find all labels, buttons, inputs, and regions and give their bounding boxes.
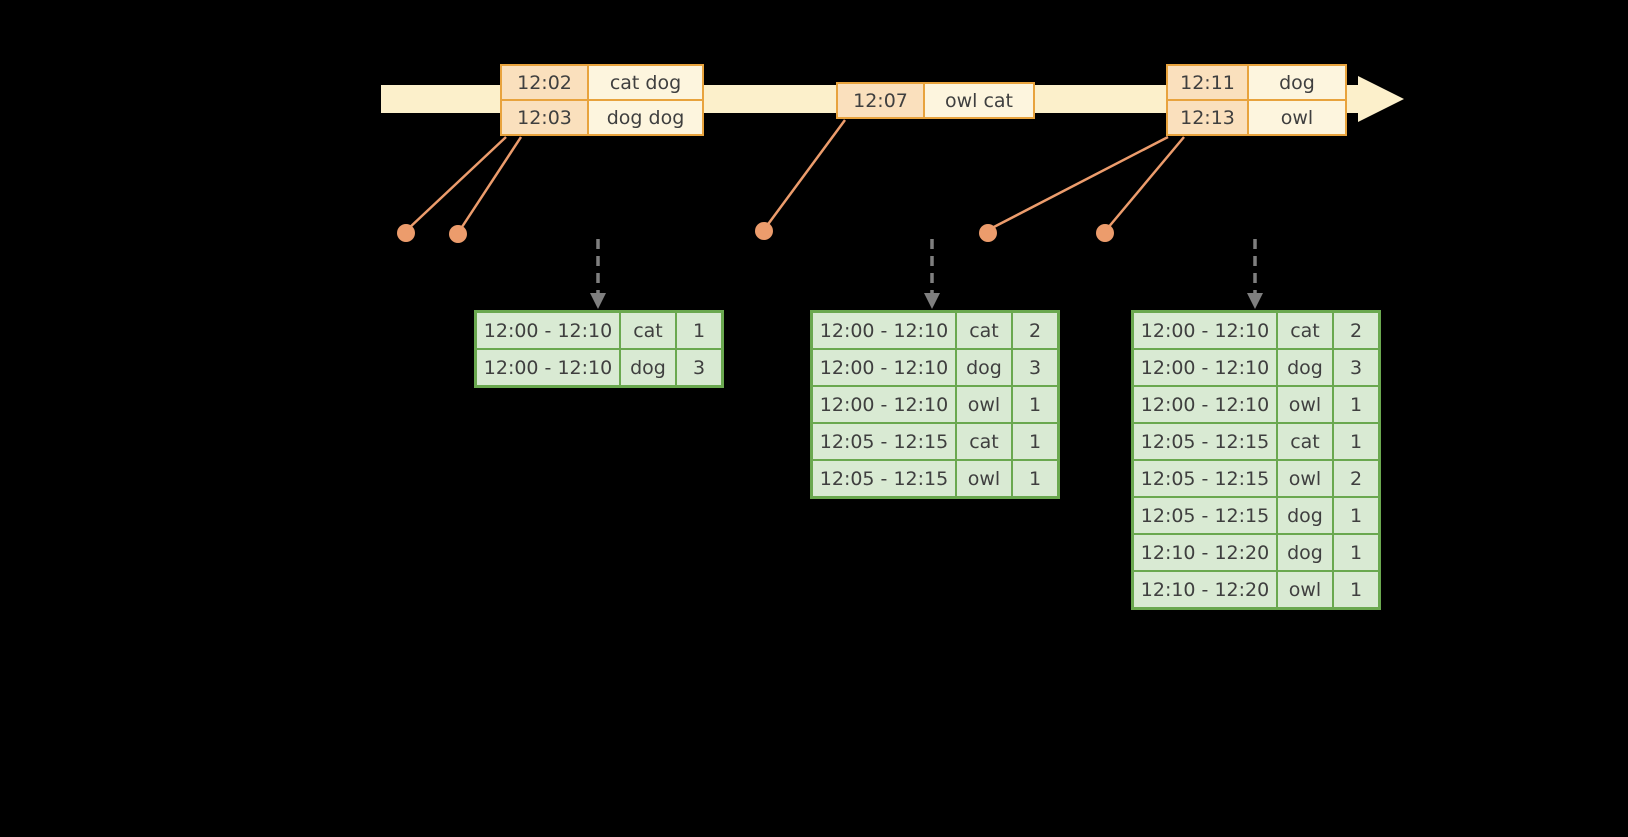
count-cell: 1 xyxy=(1011,387,1057,422)
event-record-row: 12:11 dog xyxy=(1168,66,1345,99)
result-row: 12:05 - 12:15 dog 1 xyxy=(1134,496,1378,533)
event-record-row: 12:07 owl cat xyxy=(838,84,1033,117)
trigger-arrow-icon xyxy=(1247,239,1263,309)
event-words-cell: dog dog xyxy=(589,101,702,134)
word-cell: owl xyxy=(1276,387,1332,422)
event-connector-line xyxy=(989,135,1169,231)
word-cell: owl xyxy=(1276,461,1332,496)
event-connector-line xyxy=(407,136,507,230)
result-row: 12:00 - 12:10 cat 1 xyxy=(477,313,721,348)
event-dot xyxy=(397,224,415,242)
window-cell: 12:00 - 12:10 xyxy=(477,350,619,385)
window-cell: 12:00 - 12:10 xyxy=(813,387,955,422)
event-dot xyxy=(979,224,997,242)
word-cell: dog xyxy=(1276,350,1332,385)
trigger-arrow-icon xyxy=(590,239,606,309)
count-cell: 3 xyxy=(675,350,721,385)
window-cell: 12:10 - 12:20 xyxy=(1134,535,1276,570)
word-cell: cat xyxy=(955,313,1011,348)
word-cell: dog xyxy=(955,350,1011,385)
result-row: 12:00 - 12:10 owl 1 xyxy=(1134,385,1378,422)
window-cell: 12:00 - 12:10 xyxy=(813,313,955,348)
event-time-cell: 12:03 xyxy=(502,101,589,134)
window-cell: 12:05 - 12:15 xyxy=(1134,424,1276,459)
result-row: 12:10 - 12:20 owl 1 xyxy=(1134,570,1378,607)
event-connector-line xyxy=(458,136,523,231)
result-row: 12:00 - 12:10 cat 2 xyxy=(813,313,1057,348)
result-row: 12:00 - 12:10 dog 3 xyxy=(477,348,721,385)
result-row: 12:00 - 12:10 cat 2 xyxy=(1134,313,1378,348)
result-row: 12:05 - 12:15 owl 1 xyxy=(813,459,1057,496)
word-cell: owl xyxy=(1276,572,1332,607)
word-cell: dog xyxy=(1276,498,1332,533)
event-words-cell: owl cat xyxy=(925,84,1033,117)
event-record-table: 12:07 owl cat xyxy=(836,82,1035,119)
count-cell: 3 xyxy=(1011,350,1057,385)
window-cell: 12:05 - 12:15 xyxy=(1134,498,1276,533)
event-record-row: 12:13 owl xyxy=(1168,99,1345,134)
word-cell: dog xyxy=(619,350,675,385)
event-dot xyxy=(1096,224,1114,242)
count-cell: 2 xyxy=(1332,461,1378,496)
count-cell: 1 xyxy=(1011,461,1057,496)
event-time-cell: 12:07 xyxy=(838,84,925,117)
word-cell: cat xyxy=(1276,313,1332,348)
word-cell: cat xyxy=(1276,424,1332,459)
result-row: 12:00 - 12:10 dog 3 xyxy=(1134,348,1378,385)
event-record-table: 12:11 dog 12:13 owl xyxy=(1166,64,1347,136)
event-time-cell: 12:13 xyxy=(1168,101,1249,134)
event-time-cell: 12:11 xyxy=(1168,66,1249,99)
count-cell: 1 xyxy=(1332,498,1378,533)
trigger-arrow-icon xyxy=(924,239,940,309)
result-row: 12:05 - 12:15 owl 2 xyxy=(1134,459,1378,496)
event-connector-line xyxy=(1106,136,1185,230)
word-cell: owl xyxy=(955,461,1011,496)
event-words-cell: cat dog xyxy=(589,66,702,99)
window-cell: 12:10 - 12:20 xyxy=(1134,572,1276,607)
event-record-row: 12:02 cat dog xyxy=(502,66,702,99)
result-table: 12:00 - 12:10 cat 2 12:00 - 12:10 dog 3 … xyxy=(810,310,1060,499)
window-cell: 12:00 - 12:10 xyxy=(477,313,619,348)
window-cell: 12:05 - 12:15 xyxy=(813,424,955,459)
count-cell: 1 xyxy=(1332,572,1378,607)
count-cell: 3 xyxy=(1332,350,1378,385)
window-cell: 12:00 - 12:10 xyxy=(1134,350,1276,385)
result-row: 12:05 - 12:15 cat 1 xyxy=(1134,422,1378,459)
count-cell: 2 xyxy=(1011,313,1057,348)
count-cell: 1 xyxy=(1332,535,1378,570)
result-row: 12:00 - 12:10 dog 3 xyxy=(813,348,1057,385)
event-words-cell: owl xyxy=(1249,101,1345,134)
result-row: 12:05 - 12:15 cat 1 xyxy=(813,422,1057,459)
count-cell: 1 xyxy=(675,313,721,348)
event-connector-line xyxy=(764,119,847,228)
event-dot xyxy=(449,225,467,243)
window-cell: 12:00 - 12:10 xyxy=(1134,387,1276,422)
window-cell: 12:00 - 12:10 xyxy=(813,350,955,385)
word-cell: cat xyxy=(955,424,1011,459)
window-cell: 12:05 - 12:15 xyxy=(813,461,955,496)
event-time-cell: 12:02 xyxy=(502,66,589,99)
event-record-row: 12:03 dog dog xyxy=(502,99,702,134)
result-table: 12:00 - 12:10 cat 1 12:00 - 12:10 dog 3 xyxy=(474,310,724,388)
word-cell: dog xyxy=(1276,535,1332,570)
event-record-table: 12:02 cat dog 12:03 dog dog xyxy=(500,64,704,136)
result-table: 12:00 - 12:10 cat 2 12:00 - 12:10 dog 3 … xyxy=(1131,310,1381,610)
count-cell: 1 xyxy=(1332,424,1378,459)
count-cell: 2 xyxy=(1332,313,1378,348)
result-row: 12:00 - 12:10 owl 1 xyxy=(813,385,1057,422)
event-dot xyxy=(755,222,773,240)
window-cell: 12:05 - 12:15 xyxy=(1134,461,1276,496)
count-cell: 1 xyxy=(1011,424,1057,459)
timeline-arrowhead-icon xyxy=(1358,76,1404,122)
window-cell: 12:00 - 12:10 xyxy=(1134,313,1276,348)
word-cell: owl xyxy=(955,387,1011,422)
result-row: 12:10 - 12:20 dog 1 xyxy=(1134,533,1378,570)
event-words-cell: dog xyxy=(1249,66,1345,99)
count-cell: 1 xyxy=(1332,387,1378,422)
word-cell: cat xyxy=(619,313,675,348)
